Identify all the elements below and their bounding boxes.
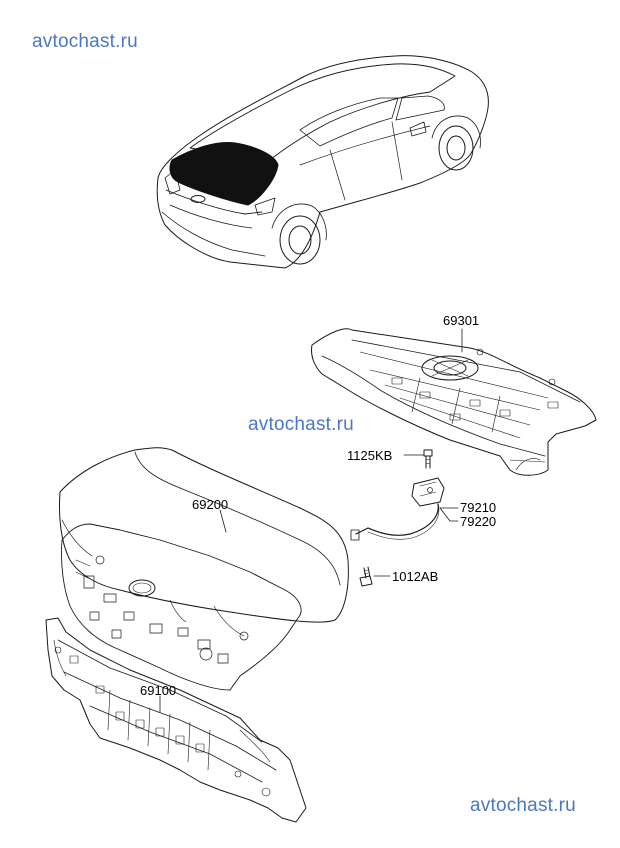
leader-lines xyxy=(159,328,463,713)
part-label-79220: 79220 xyxy=(460,514,497,529)
part-69301-drawing xyxy=(311,328,597,476)
watermark-bottom: avtochast.ru xyxy=(470,795,576,816)
part-label-1125KB: 1125KB xyxy=(347,448,393,463)
screw-1012AB-drawing xyxy=(359,566,373,587)
part-label-69100: 69100 xyxy=(140,683,177,698)
watermark-top: avtochast.ru xyxy=(32,31,138,52)
leader-79220 xyxy=(439,507,459,522)
part-label-69200: 69200 xyxy=(192,497,229,512)
leader-69200 xyxy=(219,509,227,533)
latch-drawing xyxy=(350,477,445,541)
car-illustration xyxy=(156,55,489,269)
part-label-69301: 69301 xyxy=(443,313,480,328)
watermark-middle: avtochast.ru xyxy=(248,414,354,435)
bolt-1125KB-drawing xyxy=(423,449,433,469)
part-69200-drawing xyxy=(59,447,349,691)
part-label-79210: 79210 xyxy=(460,500,497,515)
part-label-1012AB: 1012AB xyxy=(392,569,439,584)
part-69100-drawing xyxy=(45,617,307,823)
